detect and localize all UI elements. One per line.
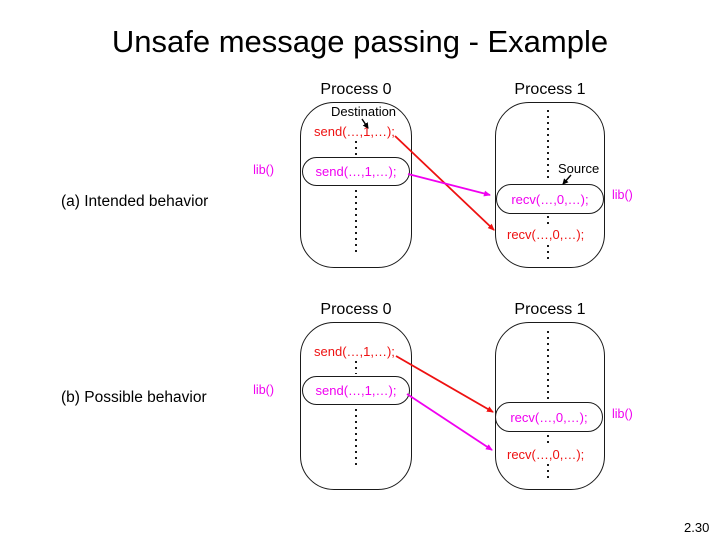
diagram-a-process1-timeline-segment bbox=[547, 245, 549, 259]
diagram-a-process1-label: Process 1 bbox=[514, 81, 586, 98]
diagram-a-recv-lib-oval: recv(…,0,…); bbox=[496, 184, 604, 214]
diagram-b-message-arrow-send-lib-to-recv-user bbox=[406, 393, 493, 451]
diagram-b-process1-timeline-segment bbox=[547, 331, 549, 399]
page-number: 2.30 bbox=[684, 520, 710, 535]
diagram-b-process0-timeline-segment bbox=[355, 361, 357, 374]
diagram-b-send-lib-oval: send(…,1,…); bbox=[302, 376, 410, 405]
diagram-b-send-lib-call: send(…,1,…); bbox=[315, 383, 397, 398]
diagram-a-process1-timeline-segment bbox=[547, 110, 549, 180]
diagram-b-process1-label: Process 1 bbox=[514, 301, 586, 318]
slide-title: Unsafe message passing - Example bbox=[111, 24, 609, 59]
diagram-b-caption: (b) Possible behavior bbox=[61, 389, 207, 406]
diagram-b-recv-lib-oval: recv(…,0,…); bbox=[495, 402, 603, 432]
diagram-a-process1-box bbox=[495, 102, 605, 268]
diagram-b-process0-timeline-segment bbox=[355, 409, 357, 467]
diagram-b-lib-label-left: lib() bbox=[253, 383, 274, 397]
diagram-a-send-lib-oval: send(…,1,…); bbox=[302, 157, 410, 186]
diagram-a-caption: (a) Intended behavior bbox=[61, 193, 209, 210]
diagram-b-process1-timeline-segment bbox=[547, 435, 549, 445]
diagram-a-send-user-call: send(…,1,…); bbox=[314, 124, 395, 139]
diagram-a-lib-label-left: lib() bbox=[253, 163, 274, 177]
diagram-a-recv-user-call: recv(…,0,…); bbox=[507, 227, 585, 242]
diagram-b-recv-user-call: recv(…,0,…); bbox=[507, 447, 585, 462]
diagram-a-lib-label-right: lib() bbox=[612, 188, 633, 202]
diagram-a-send-lib-call: send(…,1,…); bbox=[315, 164, 397, 179]
diagram-a-process0-label: Process 0 bbox=[320, 81, 392, 98]
diagram-b-process1-box bbox=[495, 322, 605, 490]
diagram-a-process1-timeline-segment bbox=[547, 216, 549, 225]
diagram-a-destination-label: Destination bbox=[331, 104, 397, 119]
diagram-a-process0-timeline-segment bbox=[355, 190, 357, 256]
diagram-b-lib-label-right: lib() bbox=[612, 407, 633, 421]
diagram-a-process0-timeline-segment bbox=[355, 141, 357, 155]
diagram-b-recv-lib-call: recv(…,0,…); bbox=[510, 409, 588, 425]
diagram-a-recv-lib-call: recv(…,0,…); bbox=[511, 191, 589, 207]
diagram-b-process1-timeline-segment bbox=[547, 464, 549, 480]
diagram-a-message-arrow-send-lib-to-recv-lib bbox=[407, 173, 491, 197]
diagram-b-process0-label: Process 0 bbox=[320, 301, 392, 318]
diagram-a-source-label: Source bbox=[558, 161, 600, 176]
diagram-b-send-user-call: send(…,1,…); bbox=[314, 344, 395, 359]
